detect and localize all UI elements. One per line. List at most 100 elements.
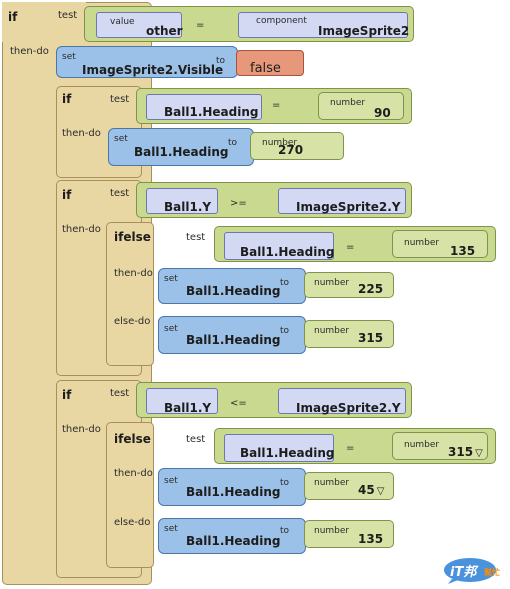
number-270-text: 270 [278,143,304,157]
ifelse-else-do-label-3: else-do [114,517,151,528]
watermark-sub-text: 幫忙 [484,568,500,577]
ball-y-getter-3[interactable] [146,388,218,414]
then-do-label-1: then-do [62,128,101,139]
number-block-270[interactable] [250,132,344,160]
then-do-label-2: then-do [62,224,101,235]
sprite-y-text-3: ImageSprite2.Y [296,401,401,415]
number-block-315b[interactable] [392,432,488,460]
le-operator-3: <= [230,398,247,409]
number-45-text[interactable]: 45▽ [358,483,384,497]
ball-y-getter-2[interactable] [146,188,218,214]
number-225-text: 225 [358,282,384,296]
number-label-45: number [314,478,350,488]
ball-y-text-3: Ball1.Y [164,401,212,415]
to-keyword-315: to [280,326,290,336]
value-getter-other[interactable] [96,12,182,38]
set-heading-property-45: Ball1.Heading [186,485,281,499]
sprite-y-text-2: ImageSprite2.Y [296,200,401,214]
ball-heading-text-135: Ball1.Heading [240,245,335,259]
set-heading-block-135b[interactable] [158,518,306,554]
ithome-watermark-logo: iT邦 幫忙 [442,555,508,585]
if-keyword-1: if [62,92,72,106]
number-45-value: 45 [358,483,375,497]
component-label: component [256,16,307,26]
number-label-270: number [262,138,298,148]
then-do-label-3: then-do [62,424,101,435]
ifelse-test-label-3: test [186,434,206,445]
set-visible-property: ImageSprite2.Visible [82,63,224,77]
equals-operator-1: = [272,100,281,111]
ball-heading-getter-315b[interactable] [224,434,334,462]
if-keyword-2: if [62,188,72,202]
ifelse-else-do-label-2: else-do [114,316,151,327]
ifelse-keyword-3: ifelse [114,432,151,446]
number-block-315[interactable] [304,320,394,348]
boolean-false-text: false [250,61,281,76]
value-other-text: other [146,24,183,38]
to-keyword-225: to [280,278,290,288]
number-315b-text[interactable]: 315▽ [448,445,483,459]
test-label-2: test [110,188,130,199]
number-label-315b: number [404,440,440,450]
to-keyword-135b: to [280,526,290,536]
set-keyword-270: set [114,134,128,144]
ifelse-block-2[interactable] [106,222,154,366]
ball-y-text-2: Ball1.Y [164,200,212,214]
set-heading-property-225: Ball1.Heading [186,284,281,298]
set-keyword: set [62,52,76,62]
sprite-y-getter-3[interactable] [278,388,406,414]
watermark-bubble-icon [444,558,496,584]
if-keyword: if [8,10,18,24]
set-heading-block-270[interactable] [108,128,254,166]
set-keyword-45: set [164,476,178,486]
number-label-225: number [314,278,350,288]
test-label-3: test [110,388,130,399]
number-block-45[interactable] [304,472,394,500]
ifelse-block-3[interactable] [106,422,154,568]
set-heading-property-270: Ball1.Heading [134,145,229,159]
number-block-225[interactable] [304,272,394,298]
value-label: value [110,17,135,27]
ball-heading-getter-135[interactable] [224,232,334,260]
watermark-logo-text: iT邦 [450,565,477,580]
then-do-label: then-do [10,46,49,57]
set-keyword-225: set [164,274,178,284]
number-block-90[interactable] [318,92,404,120]
boolean-false-block[interactable] [236,50,304,76]
to-keyword: to [216,56,226,66]
equals-operator-135: = [346,242,355,253]
dropdown-arrow-icon[interactable]: ▽ [376,486,385,497]
ball-heading-getter-1[interactable] [146,94,262,120]
set-heading-property-135b: Ball1.Heading [186,534,281,548]
set-heading-block-315[interactable] [158,316,306,354]
number-label-315: number [314,326,350,336]
number-label-135: number [404,238,440,248]
set-heading-block-45[interactable] [158,468,306,506]
sprite-y-getter-2[interactable] [278,188,406,214]
test-label-1: test [110,94,130,105]
test-label: test [58,10,78,21]
to-keyword-45: to [280,478,290,488]
to-keyword-270: to [228,138,238,148]
component-name-text: ImageSprite2 [318,24,410,38]
number-block-135b[interactable] [304,520,394,548]
set-keyword-315: set [164,324,178,334]
number-label-90: number [330,98,366,108]
number-block-135[interactable] [392,230,488,258]
set-visible-block[interactable] [56,46,238,78]
set-heading-property-315: Ball1.Heading [186,333,281,347]
number-315-text: 315 [358,331,384,345]
ball-heading-text-1: Ball1.Heading [164,105,259,119]
set-keyword-135b: set [164,524,178,534]
ifelse-test-label-2: test [186,232,206,243]
ifelse-keyword-2: ifelse [114,230,151,244]
number-135-text: 135 [450,244,476,258]
equals-operator: = [196,20,205,31]
ifelse-then-do-label-2: then-do [114,268,153,279]
number-135b-text: 135 [358,532,384,546]
component-getter[interactable] [238,12,408,38]
ifelse-then-do-label-3: then-do [114,468,153,479]
ge-operator-2: >= [230,198,247,209]
if-keyword-3: if [62,388,72,402]
dropdown-arrow-icon[interactable]: ▽ [475,448,483,459]
